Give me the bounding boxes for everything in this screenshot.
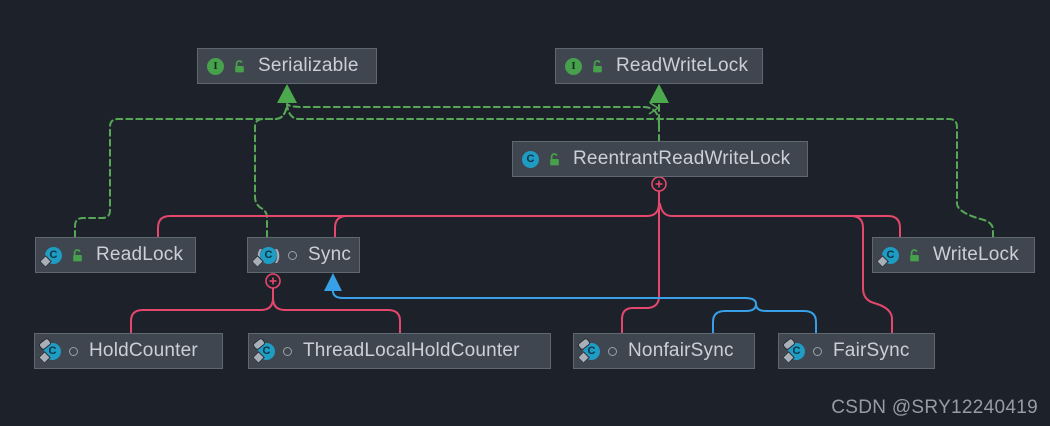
package-private-circle-icon	[69, 346, 78, 356]
interface-icon: I	[565, 57, 582, 75]
class-node-serializable[interactable]: I Serializable	[197, 48, 377, 84]
edge-inner-class-sync-to-hold-counter[interactable]	[130, 287, 274, 334]
class-node-reentrant-read-write-lock[interactable]: C ReentrantReadWriteLock	[512, 141, 808, 177]
class-node-read-lock[interactable]: C ReadLock	[35, 237, 196, 273]
implements-arrowhead-read-write-lock	[649, 84, 669, 103]
class-node-sync[interactable]: (C) Sync	[247, 237, 360, 273]
interface-letter-icon: I	[565, 57, 582, 75]
class-node-fair-sync[interactable]: C FairSync	[778, 333, 935, 369]
edge-implements-reentrant-read-write-lock-to-serializable[interactable]	[286, 103, 660, 125]
class-name-label: NonfairSync	[628, 340, 734, 361]
class-name-label: FairSync	[833, 340, 910, 361]
class-icon: C	[522, 150, 539, 168]
class-icon: C	[576, 336, 600, 364]
public-open-padlock-icon	[550, 152, 559, 165]
public-visibility-icon	[70, 248, 85, 263]
abstract-paren: (	[257, 247, 262, 264]
edge-implements-write-lock-to-serializable[interactable]	[286, 104, 994, 238]
class-name-label: Sync	[308, 244, 352, 265]
public-open-padlock-icon	[593, 59, 602, 72]
edge-implements-sync-to-serializable[interactable]	[254, 104, 288, 238]
package-private-circle-icon	[813, 346, 822, 356]
package-private-visibility-icon	[288, 250, 297, 260]
package-private-circle-icon	[283, 346, 292, 356]
class-name-label: WriteLock	[933, 244, 1019, 265]
class-name-label: ThreadLocalHoldCounter	[303, 340, 520, 361]
class-node-read-write-lock[interactable]: I ReadWriteLock	[555, 48, 763, 84]
abstract-class-icon: (C)	[251, 246, 280, 268]
class-name-label: ReentrantReadWriteLock	[573, 148, 791, 169]
package-private-visibility-icon	[283, 346, 292, 356]
interface-icon: I	[207, 57, 224, 75]
class-icon: C	[37, 336, 61, 364]
class-icon: C	[876, 246, 899, 268]
class-node-write-lock[interactable]: C WriteLock	[872, 237, 1035, 273]
class-letter-icon: C	[522, 150, 539, 168]
public-open-padlock-icon	[73, 248, 82, 261]
class-node-hold-counter[interactable]: C HoldCounter	[34, 333, 223, 369]
extends-arrowhead-sync	[324, 273, 342, 291]
package-private-circle-icon	[288, 250, 297, 260]
merge-arrow	[648, 102, 660, 115]
class-node-thread-local-hold-counter[interactable]: C ThreadLocalHoldCounter	[248, 333, 551, 369]
class-icon: C	[781, 336, 805, 364]
edge-inner-class-reentrant-read-write-lock-to-write-lock[interactable]	[671, 215, 901, 238]
class-node-nonfair-sync[interactable]: C NonfairSync	[573, 333, 755, 369]
implements-arrowhead-serializable	[277, 84, 297, 103]
package-private-visibility-icon	[813, 346, 822, 356]
class-icon: C	[251, 336, 275, 364]
public-visibility-icon	[232, 59, 247, 74]
watermark: CSDN @SRY12240419	[831, 397, 1038, 418]
public-open-padlock-icon	[235, 59, 244, 72]
expand-anchor-reentrant-read-write-lock[interactable]	[651, 176, 667, 192]
edge-inner-class-reentrant-read-write-lock-to-nonfair-sync[interactable]	[621, 190, 660, 334]
abstract-paren: )	[275, 246, 280, 264]
class-name-label: ReadWriteLock	[616, 55, 749, 76]
edge-inner-class-reentrant-read-write-lock-to-fair-sync[interactable]	[659, 203, 893, 334]
package-private-visibility-icon	[69, 346, 78, 356]
public-open-padlock-icon	[910, 248, 919, 261]
class-letter-icon: C	[260, 246, 277, 264]
class-name-label: ReadLock	[96, 244, 184, 265]
interface-letter-icon: I	[207, 57, 224, 75]
expand-anchor-sync[interactable]	[265, 273, 281, 289]
class-icon: C	[39, 246, 62, 268]
class-name-label: HoldCounter	[89, 340, 198, 361]
public-visibility-icon	[907, 248, 922, 263]
edge-extends-fair-sync-to-sync[interactable]	[755, 303, 817, 334]
package-private-circle-icon	[608, 346, 617, 356]
class-name-label: Serializable	[258, 55, 359, 76]
package-private-visibility-icon	[608, 346, 617, 356]
public-visibility-icon	[590, 59, 605, 74]
public-visibility-icon	[547, 152, 562, 167]
edge-inner-class-reentrant-read-write-lock-to-sync[interactable]	[334, 215, 641, 238]
edge-inner-class-sync-to-thread-local-hold-counter[interactable]	[272, 287, 401, 334]
